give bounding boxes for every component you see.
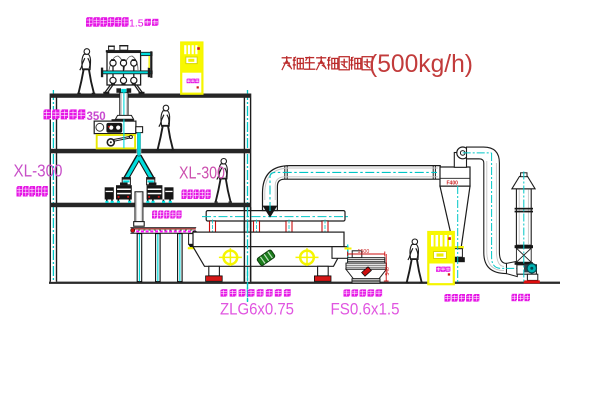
svg-text:350: 350: [87, 111, 106, 123]
svg-text:XL-300: XL-300: [14, 161, 63, 181]
svg-text:ZLG6x0.75: ZLG6x0.75: [220, 301, 294, 319]
svg-text:XL-300: XL-300: [179, 163, 225, 183]
svg-text:F400: F400: [447, 180, 459, 186]
svg-text:1.5: 1.5: [129, 18, 144, 30]
svg-text:1500: 1500: [358, 249, 370, 255]
svg-text:FS0.6x1.5: FS0.6x1.5: [331, 301, 400, 319]
svg-text:(500kg/h): (500kg/h): [369, 50, 473, 78]
svg-text:540: 540: [385, 267, 391, 276]
